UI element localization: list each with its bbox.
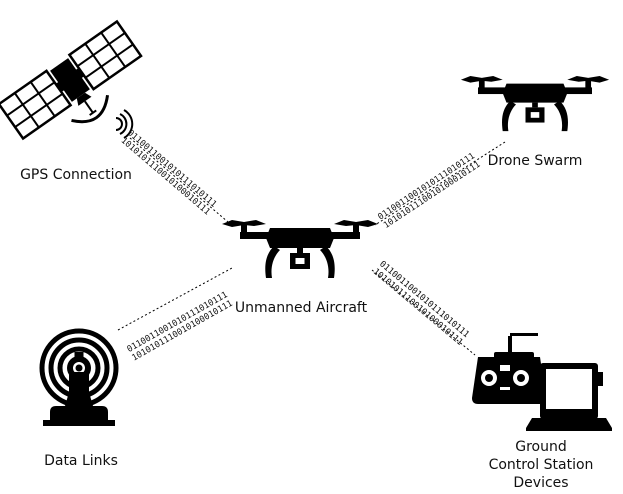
ground-label-line-1: Ground [515, 439, 567, 455]
ground-label-line-2: Control Station [488, 457, 594, 473]
aircraft-drone-icon [222, 220, 378, 278]
datalinks-label: Data Links [44, 453, 118, 469]
swarm-link-line [374, 141, 506, 226]
connection-lines [117, 137, 506, 356]
remote-controller-icon [472, 333, 546, 404]
ground-label-line-3: Devices [513, 475, 569, 491]
ground-link-line [371, 269, 476, 356]
laptop-icon [526, 363, 612, 431]
ground-label: Ground Control Station Devices [480, 438, 602, 492]
swarm-drone-icon [460, 76, 610, 132]
antenna-tower-icon [39, 328, 119, 426]
satellite-icon [0, 19, 143, 141]
gps-link-line [129, 137, 229, 223]
signal-waves-icon [115, 109, 134, 139]
swarm-label: Drone Swarm [487, 153, 583, 169]
gps-label: GPS Connection [20, 167, 132, 183]
aircraft-label: Unmanned Aircraft [234, 300, 368, 316]
